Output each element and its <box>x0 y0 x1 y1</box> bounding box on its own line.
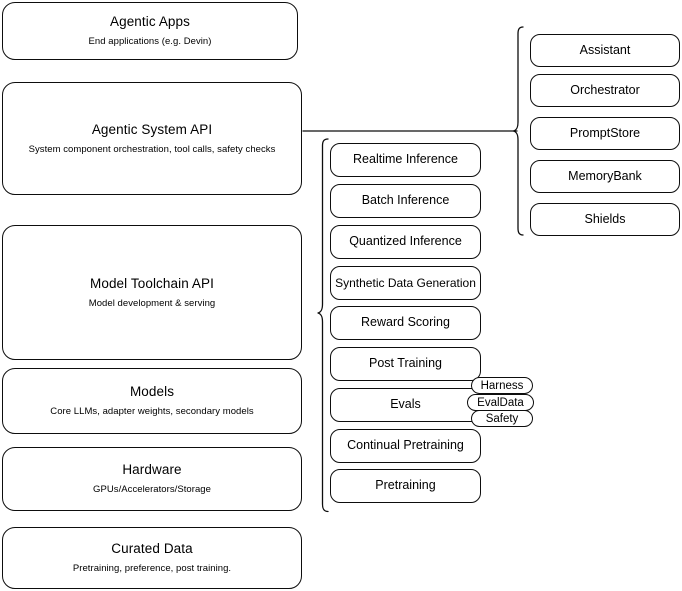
capability-box-realtime-inference[interactable]: Realtime Inference <box>330 143 481 177</box>
eval-badge-label: Safety <box>485 412 519 425</box>
system-component-box-memorybank[interactable]: MemoryBank <box>530 160 680 193</box>
capability-box-continual-pretraining[interactable]: Continual Pretraining <box>330 429 481 463</box>
capability-box-pretraining[interactable]: Pretraining <box>330 469 481 503</box>
layer-subtitle: End applications (e.g. Devin) <box>88 36 212 47</box>
capability-box-synthetic-data-generation[interactable]: Synthetic Data Generation <box>330 266 481 300</box>
layer-subtitle: Pretraining, preference, post training. <box>72 563 232 574</box>
capability-label: Reward Scoring <box>361 315 450 330</box>
layer-box-agentic-apps[interactable]: Agentic Apps End applications (e.g. Devi… <box>2 2 298 60</box>
eval-badge-evaldata[interactable]: EvalData <box>467 394 534 411</box>
system-component-box-promptstore[interactable]: PromptStore <box>530 117 680 150</box>
layer-title: Model Toolchain API <box>90 275 214 291</box>
layer-subtitle: Core LLMs, adapter weights, secondary mo… <box>50 406 254 417</box>
layer-subtitle: System component orchestration, tool cal… <box>28 143 276 155</box>
capability-box-post-training[interactable]: Post Training <box>330 347 481 381</box>
capability-box-reward-scoring[interactable]: Reward Scoring <box>330 306 481 340</box>
layer-box-agentic-system-api[interactable]: Agentic System API System component orch… <box>2 82 302 195</box>
system-component-label: PromptStore <box>569 125 641 140</box>
system-component-label: Shields <box>584 211 626 226</box>
eval-badge-harness[interactable]: Harness <box>471 377 533 394</box>
capability-label: Continual Pretraining <box>347 438 464 453</box>
capability-label: Quantized Inference <box>349 234 462 249</box>
capability-label: Batch Inference <box>361 193 450 208</box>
capability-label: Realtime Inference <box>353 152 458 167</box>
capability-label: Synthetic Data Generation <box>335 275 476 290</box>
layer-box-hardware[interactable]: Hardware GPUs/Accelerators/Storage <box>2 447 302 511</box>
eval-badge-safety[interactable]: Safety <box>471 410 533 427</box>
capability-label: Pretraining <box>375 478 436 493</box>
layer-title: Agentic System API <box>91 121 213 137</box>
system-component-box-orchestrator[interactable]: Orchestrator <box>530 74 680 107</box>
eval-badge-label: EvalData <box>477 396 524 409</box>
system-component-box-assistant[interactable]: Assistant <box>530 34 680 67</box>
layer-subtitle: Model development & serving <box>88 297 216 309</box>
layer-box-models[interactable]: Models Core LLMs, adapter weights, secon… <box>2 368 302 434</box>
capability-label: Evals <box>390 397 421 412</box>
eval-badge-label: Harness <box>480 379 524 392</box>
capability-box-batch-inference[interactable]: Batch Inference <box>330 184 481 218</box>
capability-box-quantized-inference[interactable]: Quantized Inference <box>330 225 481 259</box>
layer-subtitle: GPUs/Accelerators/Storage <box>93 484 211 495</box>
layer-title: Hardware <box>122 462 182 478</box>
brace-toolchain-capabilities <box>317 138 329 513</box>
layer-box-curated-data[interactable]: Curated Data Pretraining, preference, po… <box>2 527 302 589</box>
capability-box-evals[interactable]: Evals <box>330 388 481 422</box>
system-component-label: Assistant <box>579 42 631 57</box>
system-component-box-shields[interactable]: Shields <box>530 203 680 236</box>
layer-title: Models <box>129 384 175 400</box>
capability-label: Post Training <box>369 356 442 371</box>
layer-title: Agentic Apps <box>109 14 190 30</box>
system-component-label: MemoryBank <box>568 168 642 183</box>
layer-title: Curated Data <box>111 541 193 557</box>
layer-box-model-toolchain-api[interactable]: Model Toolchain API Model development & … <box>2 225 302 360</box>
brace-system-components <box>512 26 524 236</box>
system-component-label: Orchestrator <box>570 82 640 97</box>
